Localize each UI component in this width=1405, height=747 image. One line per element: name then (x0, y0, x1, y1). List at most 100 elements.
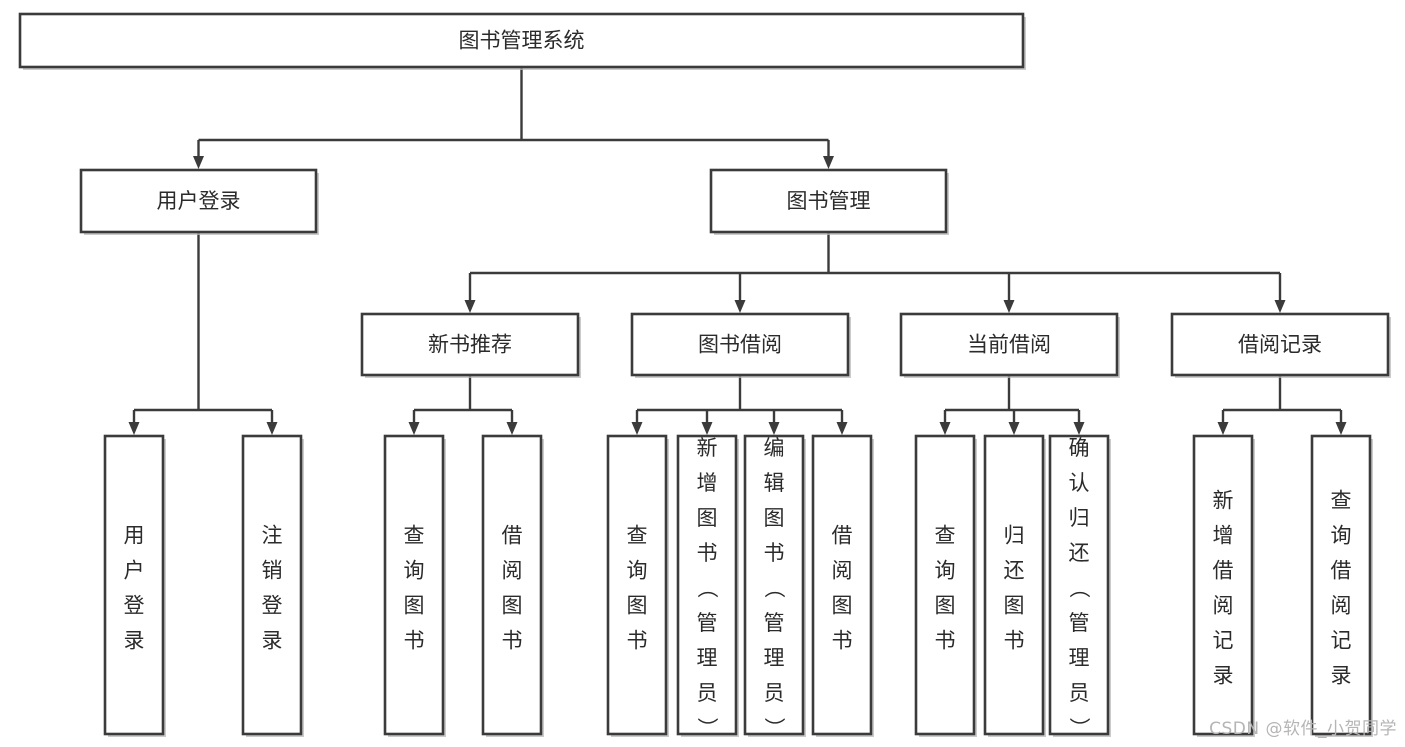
label-char: 理 (697, 646, 718, 670)
arrow-connector (823, 140, 834, 169)
arrow-connector (266, 410, 278, 435)
box-outline (676, 434, 738, 736)
label-char: 询 (404, 558, 425, 582)
label-char: ） (695, 717, 719, 738)
edge-layer (128, 67, 1347, 435)
label-char: 询 (935, 558, 956, 582)
label-char: 借 (1213, 558, 1234, 582)
label-char: 录 (1331, 663, 1352, 687)
label-char: 图 (832, 593, 853, 617)
label-char: 图 (697, 506, 718, 530)
arrow-head-icon (464, 300, 476, 313)
arrow-connector (836, 410, 848, 435)
label-char: 书 (832, 628, 853, 652)
box-outline (914, 434, 976, 736)
node-layer: 图书管理系统用户登录图书管理新书推荐图书借阅当前借阅借阅记录用户登录注销登录查询… (18, 12, 1391, 739)
label-char: 阅 (1331, 593, 1352, 617)
label-char: 查 (935, 523, 956, 547)
watermark-text: CSDN @软件_小贺同学 (1209, 719, 1397, 739)
label-char: 户 (124, 558, 145, 582)
box-outline (606, 434, 668, 736)
label-char: 还 (1004, 558, 1025, 582)
label-char: 书 (764, 541, 785, 565)
box-outline (983, 434, 1045, 736)
leaf-node-e794a8e688b7e799bbe5bd95[interactable]: 用户登录 (103, 434, 166, 737)
arrow-connector (1335, 410, 1347, 435)
arrow-connector (701, 410, 713, 435)
node-label: 图书管理 (787, 189, 871, 213)
arrow-connector (506, 410, 518, 435)
box-outline (103, 434, 165, 736)
label-char: ） (1067, 717, 1091, 738)
node-e794a8e688b7e799bbe5bd95[interactable]: 用户登录 (79, 168, 319, 235)
arrow-connector (1217, 410, 1229, 435)
node-e59bbee4b9a6e7aea1e79086[interactable]: 图书管理 (709, 168, 949, 235)
arrow-head-icon (1003, 300, 1015, 313)
label-char: 编 (764, 436, 785, 460)
arrow-head-icon (1073, 422, 1085, 435)
label-char: 借 (1331, 558, 1352, 582)
label-char: 图 (404, 593, 425, 617)
label-char: 增 (697, 471, 718, 495)
label-char: 图 (1004, 593, 1025, 617)
label-char: 查 (1331, 488, 1352, 512)
node-e5809fe99885e8aeb0e5bd95[interactable]: 借阅记录 (1170, 312, 1391, 378)
arrow-head-icon (631, 422, 643, 435)
label-char: 询 (627, 558, 648, 582)
label-char: 管 (764, 611, 785, 635)
node-label: 用户登录 (157, 189, 241, 213)
arrow-connector (768, 410, 780, 435)
node-e696b0e4b9a6e68ea8e88d90[interactable]: 新书推荐 (360, 312, 581, 378)
label-char: 注 (262, 523, 283, 547)
box-outline (1192, 434, 1254, 736)
node-e59bbee4b9a6e7aea1e79086e7b3bbe7bb9f[interactable]: 图书管理系统 (18, 12, 1026, 70)
arrow-connector (408, 410, 420, 435)
box-outline (811, 434, 873, 736)
label-char: 图 (935, 593, 956, 617)
label-char: 书 (935, 628, 956, 652)
label-char: 辑 (764, 471, 785, 495)
node-e59bbee4b9a6e5809fe99885[interactable]: 图书借阅 (630, 312, 851, 378)
label-char: 询 (1331, 523, 1352, 547)
node-e5bd93e5898de5809fe99885[interactable]: 当前借阅 (899, 312, 1120, 378)
box-outline (383, 434, 445, 736)
node-label: 图书借阅 (698, 333, 782, 357)
label-char: 员 (697, 681, 718, 705)
arrow-head-icon (506, 422, 518, 435)
box-outline (1310, 434, 1372, 736)
box-outline (630, 312, 850, 377)
label-char: 归 (1069, 506, 1090, 530)
arrow-connector (1008, 410, 1020, 435)
label-char: 查 (404, 523, 425, 547)
label-char: 登 (124, 593, 145, 617)
label-char: 新 (1213, 488, 1234, 512)
node-label: 用户登录 (124, 523, 145, 652)
label-char: （ (762, 577, 786, 598)
box-outline (743, 434, 805, 736)
arrow-head-icon (128, 422, 140, 435)
label-char: 录 (262, 628, 283, 652)
node-label: 当前借阅 (967, 333, 1051, 357)
label-char: 增 (1213, 523, 1234, 547)
box-outline (18, 12, 1025, 69)
label-char: （ (1067, 577, 1091, 598)
arrow-head-icon (701, 422, 713, 435)
arrow-connector (734, 273, 746, 313)
